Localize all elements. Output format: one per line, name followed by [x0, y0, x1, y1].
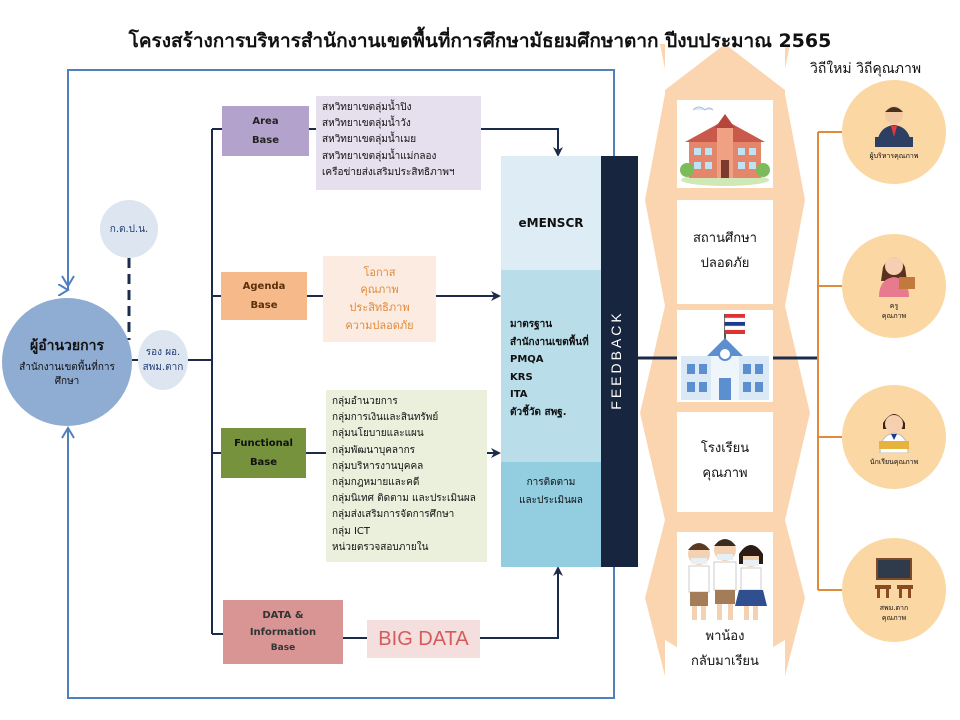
students-image: [677, 532, 773, 624]
list-item: สหวิทยาเขตลุ่มน้ำแม่กลอง: [322, 150, 437, 162]
right-header: วิถีใหม่ วิถีคุณภาพ: [810, 61, 922, 77]
quality-teacher-node: ครู คุณภาพ: [842, 234, 946, 338]
area-base-line2: Base: [251, 135, 280, 146]
list-item: และประเมินผล: [519, 495, 583, 506]
quality-administrator-node: ผู้บริหารคุณภาพ: [842, 80, 946, 184]
panel-line2: คุณภาพ: [702, 466, 748, 481]
list-item: ITA: [510, 389, 528, 400]
center-bottom-text: การติดตาม และประเมินผล: [501, 474, 601, 510]
panel-line1: พาน้อง: [705, 629, 745, 645]
teacher-icon: [879, 256, 915, 297]
chevron-notch-top: [665, 44, 725, 90]
big-data-box: BIG DATA: [367, 620, 480, 658]
list-item: กลุ่มนโยบายและแผน: [332, 428, 424, 440]
agenda-base-line1: Agenda: [242, 281, 286, 292]
administrator-icon: [875, 105, 913, 147]
list-item: สหวิทยาเขตลุ่มน้ำปิง: [322, 102, 412, 113]
agenda-base-box: Agenda Base: [221, 272, 307, 320]
list-item: สำนักงานเขตพื้นที่: [510, 336, 589, 348]
center-top-box: [501, 156, 601, 270]
list-item: มาตรฐาน: [510, 319, 553, 330]
area-base-list: สหวิทยาเขตลุ่มน้ำปิง สหวิทยาเขตลุ่มน้ำวั…: [316, 96, 481, 190]
list-item: กลุ่มการเงินและสินทรัพย์: [332, 412, 439, 424]
feedback-bar: [601, 156, 638, 567]
quality-school-image: [677, 310, 773, 402]
panel-line1: โรงเรียน: [700, 441, 750, 457]
list-item: กลุ่มส่งเสริมการจัดการศึกษา: [332, 509, 455, 521]
chevron-left-2: [640, 306, 665, 520]
deputy-line2: สพม.ตาก: [142, 362, 184, 373]
data-base-line3: Base: [270, 643, 296, 654]
panel-line1: สถานศึกษา: [693, 231, 757, 247]
chevron-right-3: [785, 520, 805, 676]
circle-caption-line2: คุณภาพ: [881, 614, 907, 622]
functional-base-box: Functional Base: [221, 428, 306, 478]
deputy-node: รอง ผอ. สพม.ตาก: [138, 330, 188, 390]
list-item: กลุ่มนิเทศ ติดตาม และประเมินผล: [332, 493, 476, 505]
functional-base-line1: Functional: [234, 438, 293, 449]
director-subtitle: สำนักงานเขตพื้นที่การศึกษา: [19, 362, 115, 387]
list-item: ความปลอดภัย: [345, 318, 414, 332]
circle-caption-line1: ผู้บริหารคุณภาพ: [869, 151, 919, 160]
quality-office-node: สพม.ตาก คุณภาพ: [842, 538, 946, 642]
agenda-base-list: โอกาส คุณภาพ ประสิทธิภาพ ความปลอดภัย: [323, 256, 436, 342]
center-middle-box: [501, 270, 601, 462]
deputy-line1: รอง ผอ.: [145, 347, 181, 358]
list-item: PMQA: [510, 354, 544, 365]
office-icon: [875, 557, 913, 598]
data-base-line1: DATA &: [262, 610, 304, 622]
school-image: [677, 100, 773, 188]
center-middle-list: มาตรฐาน สำนักงานเขตพื้นที่ PMQA KRS ITA …: [510, 316, 589, 421]
list-item: หน่วยตรวจสอบภายใน: [332, 541, 429, 553]
director-node: ผู้อำนวยการ สำนักงานเขตพื้นที่การศึกษา: [2, 298, 132, 426]
circle-caption-line1: สพม.ตาก: [879, 603, 909, 612]
center-bottom-box: [501, 462, 601, 567]
list-item: สหวิทยาเขตลุ่มน้ำวัง: [322, 118, 411, 130]
circle-caption-line2: คุณภาพ: [881, 312, 907, 320]
circle-caption-line1: ครู: [889, 301, 899, 310]
chevron-notch-top-r: [725, 44, 785, 90]
area-base-box: Area Base: [222, 106, 309, 156]
emenscr-label: eMENSCR: [518, 216, 584, 230]
list-item: สหวิทยาเขตลุ่มน้ำเมย: [322, 134, 417, 146]
quality-student-node: นักเรียนคุณภาพ: [842, 385, 946, 489]
panel-line2: ปลอดภัย: [700, 256, 750, 271]
list-item: กลุ่มอำนวยการ: [332, 396, 398, 407]
director-title: ผู้อำนวยการ: [30, 338, 104, 354]
circle-caption-line1: นักเรียนคุณภาพ: [869, 457, 919, 466]
chevron-right-1: [785, 94, 805, 306]
list-item: KRS: [510, 371, 533, 383]
list-item: กลุ่มพัฒนาบุคลากร: [332, 444, 416, 456]
list-item: คุณภาพ: [360, 283, 399, 297]
panel-quality-school: โรงเรียน คุณภาพ: [677, 412, 773, 512]
list-item: ตัวชี้วัด สพฐ.: [510, 406, 567, 418]
school-flag-icon: [681, 314, 769, 400]
functional-base-line2: Base: [249, 457, 278, 468]
committee-node: ก.ต.ป.น.: [100, 200, 158, 258]
school-building-icon: [680, 106, 770, 186]
feedback-label: FEEDBACK: [608, 310, 624, 410]
panel-line2: กลับมาเรียน: [691, 654, 759, 669]
panel-safe-school: สถานศึกษา ปลอดภัย: [677, 200, 773, 304]
data-base-line2: Information: [249, 627, 317, 639]
list-item: กลุ่มกฎหมายและคดี: [332, 476, 420, 488]
area-base-line1: Area: [252, 116, 279, 127]
chevron-right-2: [785, 306, 810, 520]
chevron-left-3: [645, 520, 665, 676]
list-item: การติดตาม: [526, 477, 576, 488]
list-item: เครือข่ายส่งเสริมประสิทธิภาพฯ: [322, 166, 455, 178]
student-icon: [879, 413, 909, 453]
page-title: โครงสร้างการบริหารสำนักงานเขตพื้นที่การศ…: [128, 30, 832, 52]
panel-back-to-school: พาน้อง กลับมาเรียน: [677, 624, 773, 676]
students-icon: [688, 539, 767, 620]
list-item: โอกาส: [363, 265, 396, 279]
chevron-left-1: [645, 94, 665, 306]
committee-label: ก.ต.ป.น.: [109, 223, 149, 235]
list-item: ประสิทธิภาพ: [349, 301, 410, 314]
list-item: กลุ่มบริหารงานบุคคล: [332, 460, 424, 472]
data-base-box: DATA & Information Base: [223, 600, 343, 664]
agenda-base-line2: Base: [250, 300, 278, 311]
functional-base-list: กลุ่มอำนวยการ กลุ่มการเงินและสินทรัพย์ ก…: [326, 390, 487, 562]
list-item: กลุ่ม ICT: [332, 525, 370, 537]
